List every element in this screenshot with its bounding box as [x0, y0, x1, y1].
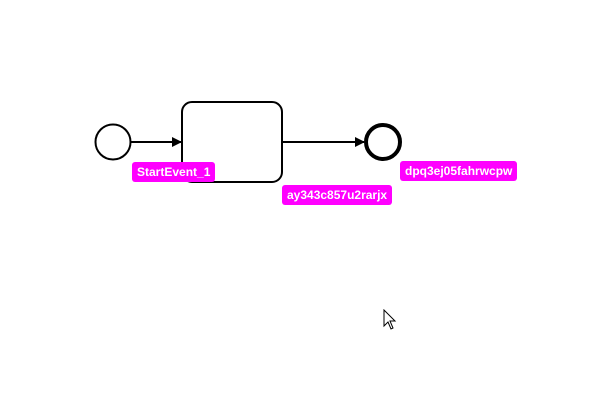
flow-label[interactable]: ay343c857u2rarjx — [282, 185, 393, 205]
end-event[interactable] — [364, 123, 402, 161]
end-event-label[interactable]: dpq3ej05fahrwcpw — [400, 161, 518, 181]
start-event[interactable] — [94, 123, 132, 161]
mouse-cursor-icon — [383, 309, 397, 330]
start-event-label[interactable]: StartEvent_1 — [132, 162, 216, 182]
